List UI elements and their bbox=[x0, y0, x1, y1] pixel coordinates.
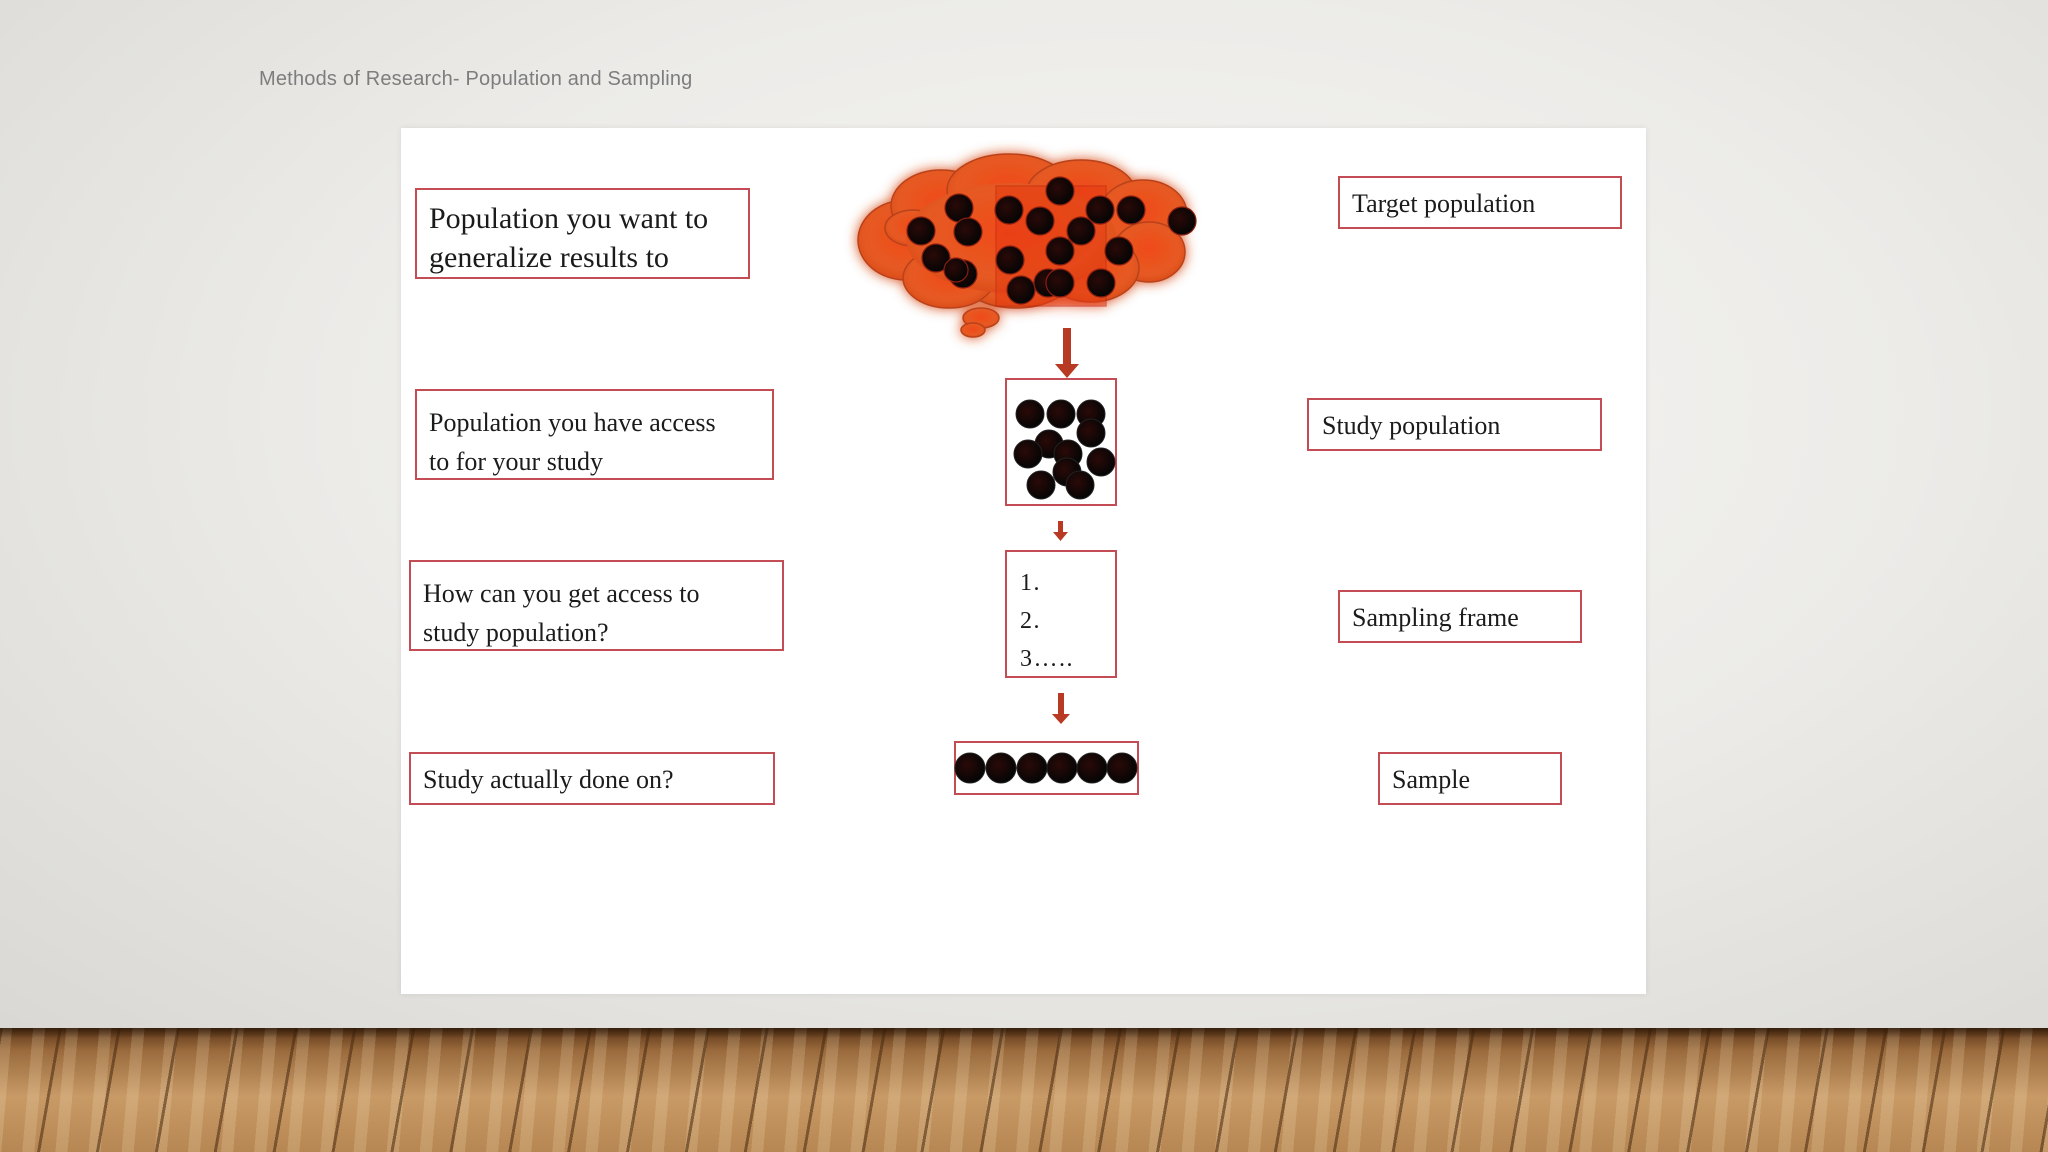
label-frame-question: How can you get access to study populati… bbox=[409, 560, 784, 651]
label-target-question-line1: Population you want to bbox=[429, 202, 709, 235]
slide-panel: Population you want to generalize result… bbox=[401, 128, 1646, 994]
frame-list-item-1: 1. bbox=[1020, 570, 1041, 596]
label-sample: Sample bbox=[1378, 752, 1562, 805]
label-study-population: Study population bbox=[1307, 398, 1602, 451]
label-study-question-line2: to for your study bbox=[429, 447, 604, 476]
diagram-graphics bbox=[857, 153, 1197, 795]
sampling-frame-list: 1. 2. 3….. bbox=[1005, 550, 1117, 678]
cloud-dots bbox=[906, 176, 1197, 305]
arrow-down-2 bbox=[1053, 521, 1068, 541]
target-population-cloud bbox=[857, 153, 1188, 338]
label-frame-question-line1: How can you get access to bbox=[423, 579, 700, 608]
label-target-population-text: Target population bbox=[1352, 189, 1536, 218]
wooden-floor bbox=[0, 1028, 2048, 1152]
arrow-down-3 bbox=[1052, 693, 1070, 724]
label-target-question: Population you want to generalize result… bbox=[415, 188, 750, 279]
label-sample-text: Sample bbox=[1392, 765, 1470, 794]
label-study-population-text: Study population bbox=[1322, 411, 1501, 440]
label-sample-question-line1: Study actually done on? bbox=[423, 765, 674, 794]
label-sampling-frame-text: Sampling frame bbox=[1352, 603, 1519, 632]
frame-list-item-2: 2. bbox=[1020, 608, 1041, 634]
arrow-down-1 bbox=[1055, 328, 1079, 378]
slide-header-title: Methods of Research- Population and Samp… bbox=[259, 68, 693, 90]
label-frame-question-line2: study population? bbox=[423, 618, 609, 647]
label-target-question-line2: generalize results to bbox=[429, 241, 669, 274]
label-study-question: Population you have access to for your s… bbox=[415, 389, 774, 480]
sample-graphic bbox=[954, 741, 1139, 795]
label-target-population: Target population bbox=[1338, 176, 1622, 229]
label-sample-question: Study actually done on? bbox=[409, 752, 775, 805]
label-study-question-line1: Population you have access bbox=[429, 408, 716, 437]
frame-list-item-3: 3….. bbox=[1020, 646, 1074, 672]
study-population-graphic bbox=[1005, 378, 1117, 506]
floor-shadow bbox=[0, 1028, 2048, 1038]
label-sampling-frame: Sampling frame bbox=[1338, 590, 1582, 643]
